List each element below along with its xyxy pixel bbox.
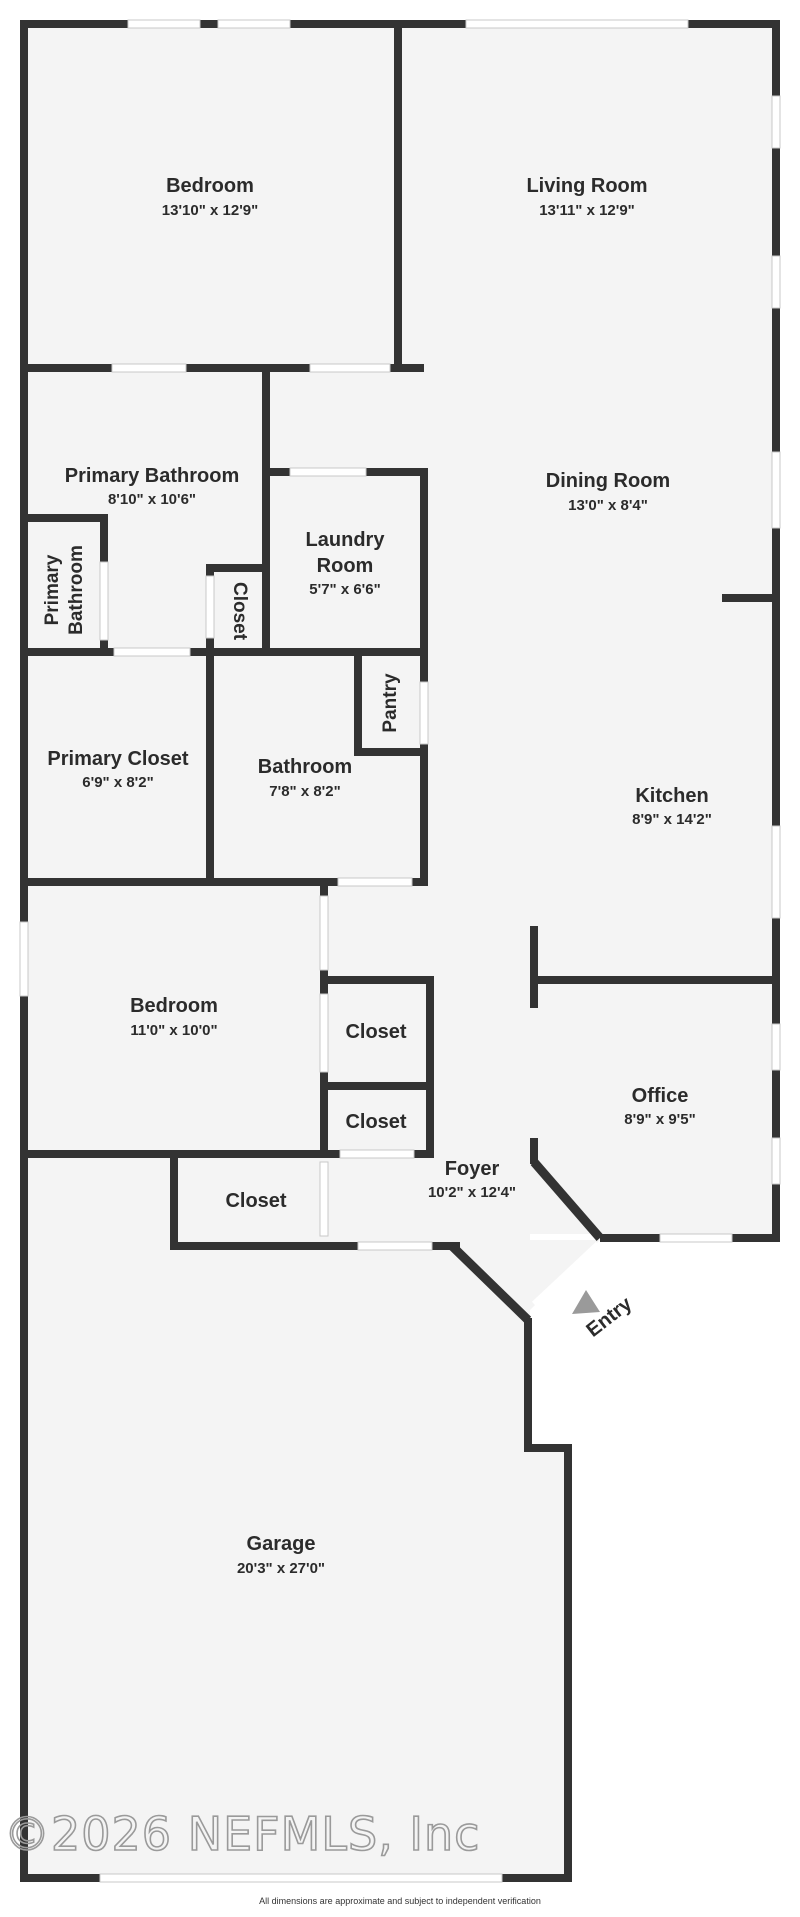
living-room-name: Living Room (526, 175, 647, 197)
primary-closet-dims: 6'9" x 8'2" (82, 774, 153, 791)
closet-a-name: Closet (345, 1021, 406, 1043)
svg-text:Primary: Primary (42, 554, 63, 625)
svg-text:Bathroom: Bathroom (66, 545, 87, 635)
primary-bathroom-small-label: Primary Bathroom (42, 545, 87, 635)
foyer-name: Foyer (445, 1158, 500, 1180)
bedroom-1-name: Bedroom (166, 175, 254, 197)
entry-arrow-icon (572, 1290, 600, 1314)
garage-dims: 20'3" x 27'0" (237, 1560, 325, 1577)
primary-closet-name: Primary Closet (47, 748, 189, 770)
primary-bathroom-dims: 8'10" x 10'6" (108, 491, 196, 508)
office-dims: 8'9" x 9'5" (624, 1111, 695, 1128)
pantry-name: Pantry (380, 673, 401, 733)
room-labels: Bedroom 13'10" x 12'9" Living Room 13'11… (42, 175, 712, 1577)
windows (19, 19, 781, 1883)
bathroom-name: Bathroom (258, 756, 352, 778)
bedroom-1-dims: 13'10" x 12'9" (162, 202, 258, 219)
closet-b-name: Closet (345, 1111, 406, 1133)
dining-room-dims: 13'0" x 8'4" (568, 497, 648, 514)
laundry-room-name-2: Room (317, 555, 374, 577)
foyer-dims: 10'2" x 12'4" (428, 1184, 516, 1201)
dining-room-name: Dining Room (546, 470, 670, 492)
kitchen-name: Kitchen (635, 785, 708, 807)
closet-vertical-name: Closet (229, 582, 250, 641)
living-room-dims: 13'11" x 12'9" (539, 202, 635, 219)
footer-disclaimer: All dimensions are approximate and subje… (259, 1896, 541, 1906)
bedroom-2-name: Bedroom (130, 995, 218, 1017)
garage-name: Garage (247, 1533, 316, 1555)
primary-bathroom-name: Primary Bathroom (65, 465, 240, 487)
laundry-room-dims: 5'7" x 6'6" (309, 581, 380, 598)
bedroom-2-dims: 11'0" x 10'0" (130, 1022, 217, 1039)
closet-c-name: Closet (225, 1190, 286, 1212)
copyright-watermark: ©2026 NEFMLS, Inc (4, 1807, 480, 1861)
office-name: Office (632, 1085, 689, 1107)
laundry-room-name-1: Laundry (306, 529, 386, 551)
kitchen-dims: 8'9" x 14'2" (632, 811, 712, 828)
bathroom-dims: 7'8" x 8'2" (269, 783, 340, 800)
entry-door (531, 1241, 601, 1307)
